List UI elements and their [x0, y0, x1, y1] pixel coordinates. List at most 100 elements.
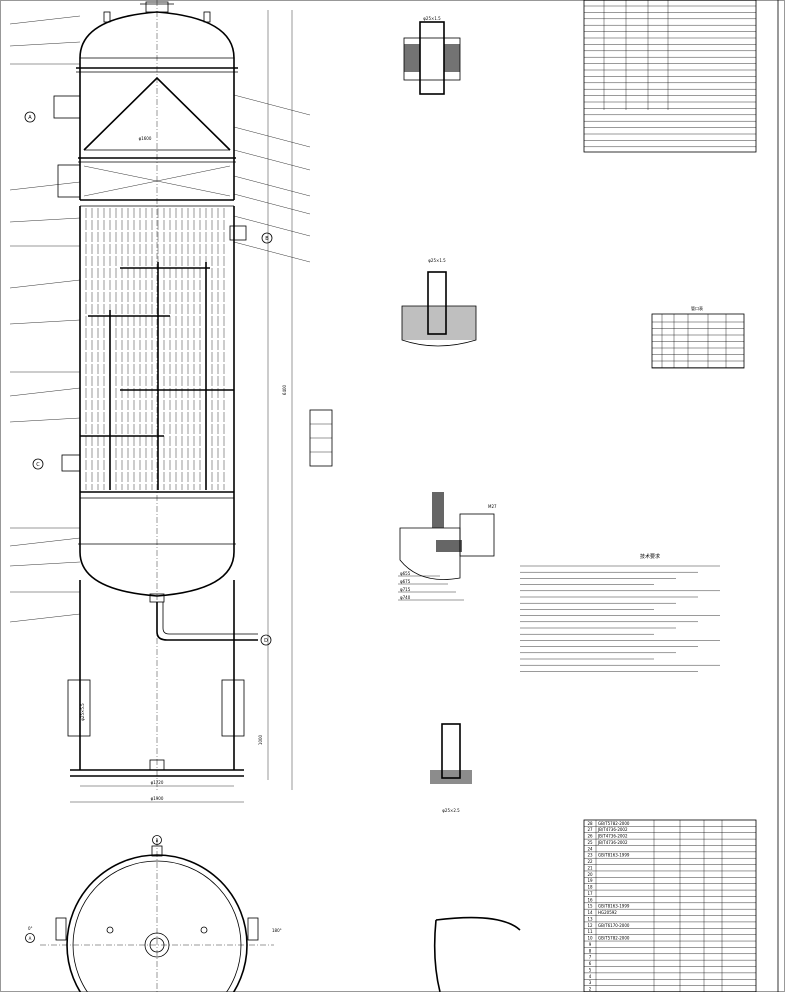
detail-1-hatch-left — [404, 44, 420, 72]
nozzle-D-callout — [260, 634, 272, 646]
nozzle-schedule-table: 管口表 — [651, 305, 745, 369]
main-elevation-view: A B C D — [9, 0, 333, 803]
tech-req-text-lines — [520, 565, 720, 672]
outlet-pipe-D-inner — [162, 602, 258, 635]
nozzle-B-callout — [261, 232, 273, 244]
head-nozzle-right — [203, 11, 211, 23]
dim-overall-height: 6400 — [282, 384, 287, 395]
parts-list-item-no: 9 — [589, 942, 592, 947]
detail-view-1: φ25×1.5 — [403, 16, 461, 95]
parts-list-item-no: 8 — [589, 948, 592, 953]
detail-3-flange — [432, 492, 444, 528]
detail-view-5 — [433, 916, 521, 992]
plan-B-callout — [152, 835, 162, 845]
leader-line-left — [9, 613, 81, 623]
parts-list-item-no: 20 — [587, 872, 593, 877]
parts-list-item-no: 2 — [589, 987, 592, 992]
parts-list-item-code: JB/T4736-2002 — [597, 840, 628, 845]
plan-A-label: A — [29, 936, 32, 941]
plan-bolt-2 — [200, 926, 208, 934]
parts-list-item-no: 3 — [589, 980, 592, 985]
tech-req-heading: 技术要求 — [640, 553, 660, 560]
leader-line-left — [9, 319, 81, 325]
detail-4-label: φ25×2.5 — [442, 808, 460, 813]
detail-1-tube — [419, 21, 445, 95]
plan-nozzle-A — [55, 917, 67, 941]
leader-line-left — [9, 279, 81, 289]
parts-list-item-code: GB/T5782-2000 — [598, 821, 630, 826]
parts-list-item-no: 14 — [587, 910, 593, 915]
leader-line-right — [233, 94, 311, 116]
leader-line-right — [233, 149, 311, 171]
parts-list-item-no: 17 — [587, 891, 593, 896]
distributor-cone — [83, 76, 231, 151]
leader-line-left — [9, 561, 81, 567]
detail-4-base — [430, 770, 472, 784]
parts-list-item-no: 6 — [589, 961, 592, 966]
leader-line-left — [9, 181, 81, 191]
nozzle-B-label: B — [265, 236, 269, 242]
parts-list-item-no: 11 — [587, 929, 593, 934]
skirt-vent — [149, 759, 165, 771]
parts-list-item-no: 10 — [587, 936, 593, 941]
parts-list-item-no: 5 — [589, 967, 592, 972]
nozzle-table-frame — [651, 313, 745, 369]
tube-bundle — [85, 208, 225, 490]
leader-line-right — [233, 215, 311, 237]
dim-skirt-height: 1000 — [258, 734, 263, 745]
detail-2-body — [401, 305, 477, 347]
parts-list-item-code: GB/T6170-2000 — [598, 923, 630, 928]
parts-list-item-code: HG20592 — [598, 910, 617, 915]
leader-line-left — [9, 417, 81, 423]
detail-3-dim-text: φ715 — [400, 587, 411, 592]
plan-angle-180: 180° — [272, 928, 282, 933]
parts-list-item-code: GB/T5782-2000 — [598, 936, 630, 941]
head-nozzle-left — [103, 11, 111, 23]
plan-bolt-1 — [106, 926, 114, 934]
detail-3-gasket — [436, 540, 462, 552]
nozzle-C-label: C — [36, 462, 40, 468]
detail-2-tube — [427, 271, 447, 335]
parts-list-item-no: 16 — [587, 897, 593, 902]
parts-list-item-code: JB/T4736-2002 — [597, 834, 628, 839]
detail-3-body — [399, 527, 461, 580]
dim-base-outer-text: φ1900 — [151, 796, 164, 801]
parts-list-item-no: 4 — [589, 974, 592, 979]
detail-3-dim-text: φ740 — [400, 595, 411, 600]
parts-list-item-no: 28 — [587, 821, 593, 826]
parts-list-item-code: GB/T8163-1999 — [598, 904, 630, 909]
detail-view-2: φ25×1.5 — [401, 258, 477, 347]
leader-line-left — [9, 217, 81, 223]
detail-2-hatch — [402, 306, 476, 340]
skirt-access-right — [221, 679, 245, 737]
parts-list-item-no: 25 — [587, 840, 593, 845]
leader-line-right — [233, 175, 311, 197]
bottom-head — [79, 551, 235, 597]
detail-1-label: φ25×1.5 — [423, 16, 441, 21]
parts-list-item-no: 7 — [589, 955, 592, 960]
upper-manway — [57, 164, 81, 198]
technical-requirements: 技术要求 — [520, 553, 720, 672]
detail-3-label: M27 — [488, 504, 497, 509]
parts-list-item-code: GB/T8163-1999 — [598, 853, 630, 858]
parts-list-item-no: 27 — [587, 827, 593, 832]
detail-view-4: φ25×2.5 — [430, 723, 472, 813]
design-data-table — [583, 0, 757, 153]
leader-line-left — [9, 41, 81, 47]
plan-A-callout — [25, 933, 35, 943]
nozzle-A — [53, 95, 81, 119]
nozzle-C — [61, 454, 81, 472]
dim-nozzle-E: φ25×5.5 — [80, 703, 85, 721]
nozzle-A-callout — [24, 111, 36, 123]
parts-list-item-no: 23 — [587, 853, 593, 858]
right-leader-lines — [233, 94, 311, 263]
leader-line-left — [9, 387, 81, 397]
detail-5-curve — [435, 916, 521, 931]
parts-list-item-no: 18 — [587, 885, 593, 890]
plan-view: B A 0° 180° — [25, 835, 282, 992]
detail-1-hatch-right — [444, 44, 460, 72]
